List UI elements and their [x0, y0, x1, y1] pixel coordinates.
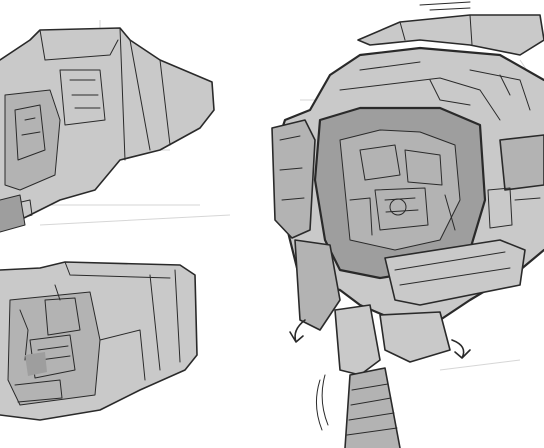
- top-left-vehicle-sketch: [0, 27, 215, 233]
- right-vehicle-sketch: [271, 1, 544, 448]
- bottom-left-vehicle-sketch: [0, 261, 198, 421]
